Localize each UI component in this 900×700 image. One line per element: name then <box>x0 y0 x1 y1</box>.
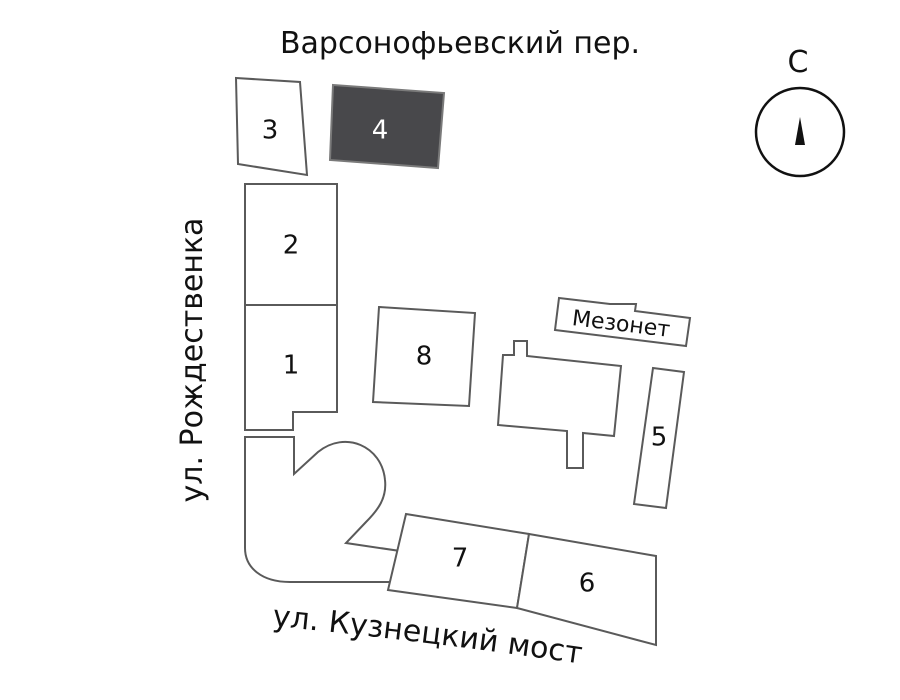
building-4-shape[interactable] <box>328 83 446 170</box>
building-2-shape[interactable] <box>244 183 338 306</box>
building-4[interactable]: 4 <box>328 83 446 170</box>
building-1-shape[interactable] <box>244 304 338 431</box>
building-3-shape[interactable] <box>234 76 309 177</box>
compass-north-letter: С <box>788 45 809 80</box>
building-8[interactable]: 8 <box>371 305 477 408</box>
street-label-rozhdestvenka: ул. Рождественка <box>175 218 210 503</box>
building-mezonet[interactable]: Мезонет <box>553 296 692 348</box>
building-7-shape[interactable] <box>386 512 531 610</box>
north-arrow-icon <box>795 117 805 145</box>
compass: С <box>754 45 846 178</box>
building-unlabeled-cross[interactable] <box>496 340 623 469</box>
corner-building[interactable] <box>244 436 402 583</box>
building-5-shape[interactable] <box>632 366 686 510</box>
building-2[interactable]: 2 <box>244 183 338 306</box>
corner-building-shape[interactable] <box>244 436 402 583</box>
building-1[interactable]: 1 <box>244 304 338 431</box>
building-5[interactable]: 5 <box>632 366 686 510</box>
building-6-shape[interactable] <box>515 532 657 647</box>
street-label-varsonofyevsky: Варсонофьевский пер. <box>280 26 640 61</box>
building-6[interactable]: 6 <box>515 532 657 647</box>
building-7[interactable]: 7 <box>386 512 531 610</box>
building-mezonet-shape[interactable] <box>553 296 692 348</box>
building-3[interactable]: 3 <box>234 76 309 177</box>
building-8-shape[interactable] <box>371 305 477 408</box>
building-unlabeled-cross-shape[interactable] <box>496 340 623 469</box>
